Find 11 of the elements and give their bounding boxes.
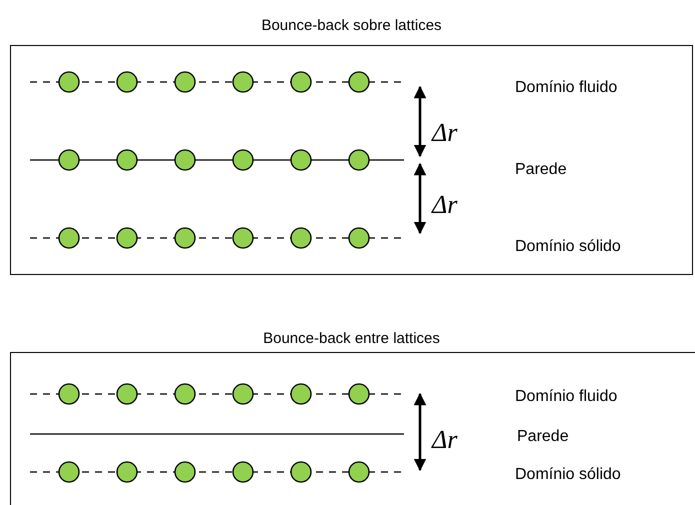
region-label: Domínio fluido: [515, 388, 618, 406]
dimension-label: Δr: [432, 190, 458, 220]
wall-label: Parede: [517, 428, 569, 446]
wall-label: Parede: [515, 161, 567, 179]
region-label: Domínio sólido: [515, 238, 621, 256]
region-label: Domínio sólido: [515, 466, 621, 484]
panel-title: Bounce-back sobre lattices: [261, 17, 442, 34]
region-label: Domínio fluido: [515, 79, 618, 97]
panel-title: Bounce-back entre lattices: [263, 330, 440, 347]
dimension-label: Δr: [432, 425, 458, 455]
dimension-label: Δr: [432, 118, 458, 148]
